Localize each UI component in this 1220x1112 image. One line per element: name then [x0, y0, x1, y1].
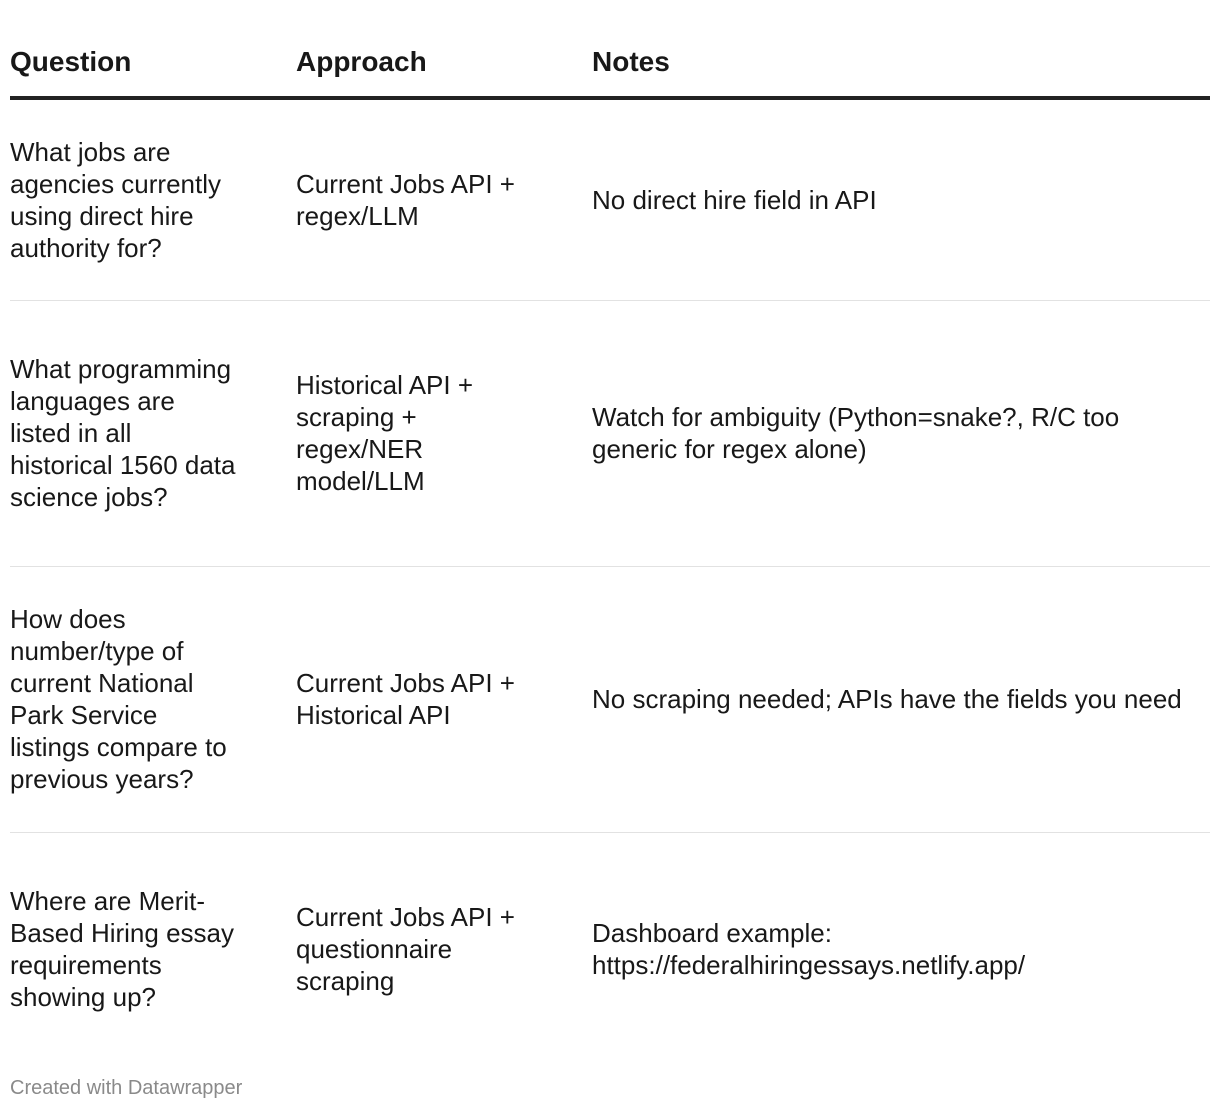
column-header-approach[interactable]: Approach	[296, 38, 592, 100]
approach-cell: Historical API + scraping + regex/NER mo…	[296, 300, 592, 567]
column-header-question[interactable]: Question	[10, 38, 296, 100]
research-questions-table: Question Approach Notes What jobs are ag…	[10, 38, 1210, 1066]
approach-cell: Current Jobs API + questionnaire scrapin…	[296, 902, 515, 997]
column-header-notes[interactable]: Notes	[592, 38, 1210, 100]
approach-cell: Current Jobs API + Historical API	[296, 566, 592, 833]
notes-cell: Watch for ambiguity (Python=snake?, R/C …	[592, 300, 1210, 567]
notes-cell: No direct hire field in API	[592, 98, 1210, 301]
table-row: Where are Merit-Based Hiring essay requi…	[10, 832, 1210, 1066]
table-row: What jobs are agencies currently using d…	[10, 98, 1210, 301]
table-row: How does number/type of current National…	[10, 566, 1210, 833]
question-cell: How does number/type of current National…	[10, 566, 296, 833]
table-row: What programming languages are listed in…	[10, 300, 1210, 567]
table-body: What jobs are agencies currently using d…	[10, 98, 1210, 1066]
question-cell: What programming languages are listed in…	[10, 300, 296, 567]
header-row: Question Approach Notes	[10, 38, 1210, 100]
datawrapper-credit[interactable]: Created with Datawrapper	[10, 1077, 243, 1099]
notes-cell: Dashboard example: https://federalhiring…	[592, 918, 1026, 981]
table-header: Question Approach Notes	[10, 38, 1210, 100]
notes-cell: No scraping needed; APIs have the fields…	[592, 566, 1210, 833]
approach-cell: Current Jobs API + regex/LLM	[296, 98, 592, 301]
question-cell: Where are Merit-Based Hiring essay requi…	[10, 886, 234, 1013]
question-cell: What jobs are agencies currently using d…	[10, 98, 296, 301]
